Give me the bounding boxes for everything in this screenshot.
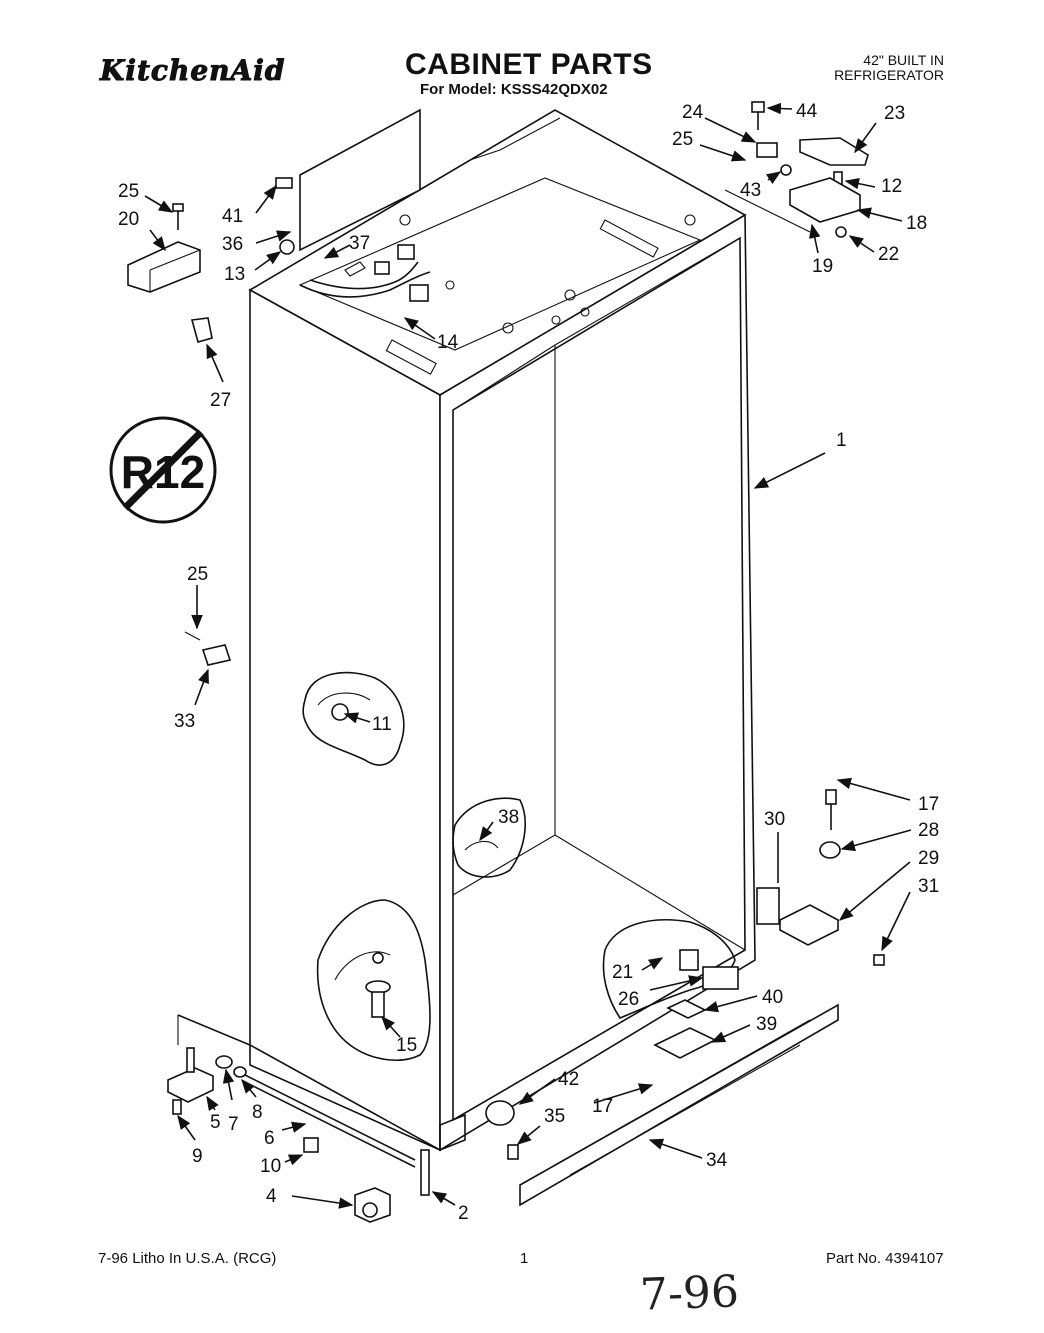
part-15-leveler	[365, 952, 391, 1018]
model-number: For Model: KSSS42QDX02	[420, 81, 608, 98]
part-38-clip	[464, 840, 499, 851]
callout-17-left: 17	[592, 1096, 613, 1117]
part-22-nut	[835, 226, 847, 238]
callout-33: 33	[174, 711, 195, 732]
callout-35: 35	[544, 1106, 565, 1127]
callout-34: 34	[706, 1150, 728, 1171]
part-27-clip	[190, 317, 213, 343]
callout-30: 30	[764, 809, 785, 830]
callout-41: 41	[222, 206, 243, 227]
callout-2: 2	[458, 1203, 469, 1224]
part-4-roller	[354, 1187, 391, 1223]
callout-39: 39	[756, 1014, 777, 1035]
no-r12-badge: R12	[109, 416, 217, 524]
cabinet-body	[177, 108, 756, 1152]
callout-20: 20	[118, 209, 139, 230]
part-42-nut	[485, 1100, 515, 1126]
product-type-line1: 42" BUILT IN	[863, 52, 944, 68]
callout-4: 4	[266, 1186, 277, 1207]
part-20-cover	[127, 241, 201, 293]
callout-26: 26	[618, 989, 639, 1010]
callout-18: 18	[906, 213, 927, 234]
callout-29: 29	[918, 848, 939, 869]
callout-17-right: 17	[918, 794, 939, 815]
callout-36: 36	[222, 234, 243, 255]
part-5-bracket	[167, 1047, 214, 1103]
page-title: CABINET PARTS	[405, 48, 653, 81]
part-41-screw	[275, 177, 293, 189]
part-25-screw-top	[172, 203, 184, 230]
part-44-screw	[751, 101, 765, 130]
callout-31: 31	[918, 876, 939, 897]
handwritten-date: 7-96	[639, 1266, 740, 1321]
callout-14: 14	[437, 332, 459, 353]
callout-40: 40	[762, 987, 783, 1008]
part-2-bolt	[420, 1149, 430, 1196]
callout-42: 42	[558, 1069, 579, 1090]
callout-8: 8	[252, 1102, 263, 1123]
callout-6: 6	[264, 1128, 275, 1149]
page-number: 1	[520, 1250, 529, 1267]
product-type-line2: REFRIGERATOR	[834, 67, 944, 83]
callout-5: 5	[210, 1112, 221, 1133]
part-35-screw	[507, 1144, 519, 1160]
callout-11: 11	[372, 714, 392, 735]
callout-24: 24	[682, 102, 704, 123]
callout-28: 28	[918, 820, 939, 841]
callout-25-left-mid: 25	[187, 564, 208, 585]
part-39-plate	[653, 1027, 717, 1059]
callout-25-right-top: 25	[672, 129, 693, 150]
part-30-plate	[756, 887, 780, 925]
part-23-hinge-arm	[799, 137, 869, 166]
callout-23: 23	[884, 103, 905, 124]
part-33-clip	[184, 631, 232, 666]
callout-15: 15	[396, 1035, 417, 1056]
brand-logo: KitchenAid	[99, 54, 286, 88]
part-34-toe-grille	[519, 1003, 839, 1207]
callout-27: 27	[210, 390, 231, 411]
callout-21: 21	[612, 962, 633, 983]
part-10-cap	[303, 1137, 319, 1153]
callout-22: 22	[878, 244, 899, 265]
callout-37: 37	[349, 233, 370, 254]
part-6-rod	[244, 1074, 416, 1168]
part-29-hinge	[779, 904, 839, 946]
callout-9: 9	[192, 1146, 203, 1167]
callout-10: 10	[260, 1156, 281, 1177]
part-28-bushing	[819, 841, 841, 859]
callout-13: 13	[224, 264, 245, 285]
part-number: Part No. 4394107	[826, 1250, 944, 1267]
callout-1: 1	[836, 430, 847, 451]
part-11-plug	[331, 703, 349, 721]
callout-38: 38	[498, 807, 519, 828]
print-info: 7-96 Litho In U.S.A. (RCG)	[98, 1250, 277, 1267]
part-31-screw	[873, 954, 885, 966]
callout-44: 44	[796, 101, 818, 122]
callout-25-left-top: 25	[118, 181, 139, 202]
part-13-plug	[279, 239, 295, 255]
part-7-8-fittings	[215, 1055, 247, 1078]
part-9-screw	[172, 1099, 182, 1115]
callout-12: 12	[881, 176, 902, 197]
callout-19: 19	[812, 256, 833, 277]
callout-labels: 1 2 4 5 6 7 8 9 10 11 12 13 14 15 17 17 …	[118, 101, 939, 1224]
part-17-screw-right	[825, 789, 837, 830]
callout-43: 43	[740, 180, 761, 201]
part-24-bracket	[756, 142, 778, 158]
callout-7: 7	[228, 1114, 239, 1135]
leader-lines	[144, 102, 912, 1209]
part-43-washer	[780, 164, 792, 176]
